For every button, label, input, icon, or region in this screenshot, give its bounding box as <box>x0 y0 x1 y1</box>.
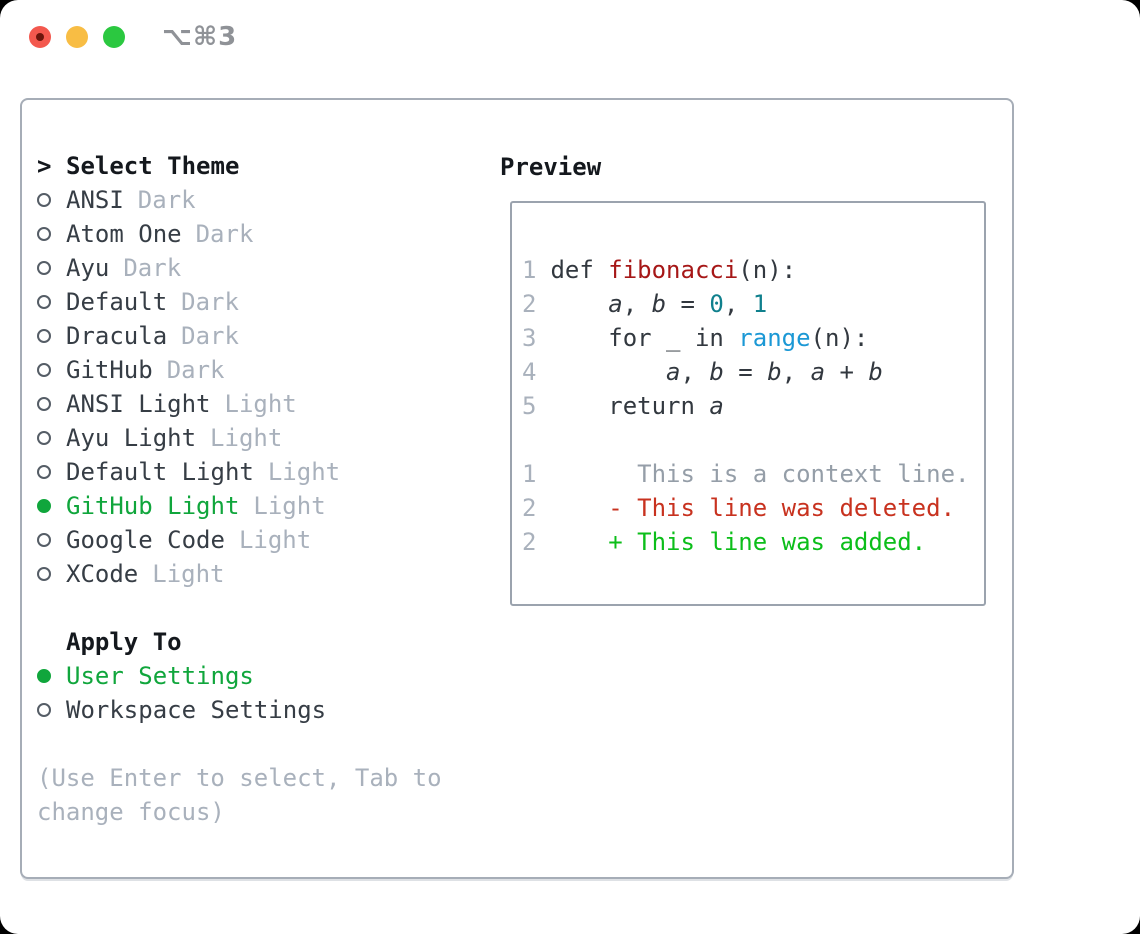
theme-item-github-light[interactable]: GitHub Light Light <box>37 489 326 523</box>
diff-context-line: 1 This is a context line. <box>522 460 970 488</box>
theme-item-xcode[interactable]: XCode Light <box>37 557 225 591</box>
line-number: 5 <box>522 392 537 420</box>
line-number: 3 <box>522 324 537 352</box>
theme-item-default-light[interactable]: Default Light Light <box>37 455 340 489</box>
theme-item-google-code[interactable]: Google Code Light <box>37 523 311 557</box>
theme-item-ansi-light[interactable]: ANSI Light Light <box>37 387 297 421</box>
preview-box: 1 def fibonacci(n): 2 a, b = 0, 1 3 for … <box>510 201 986 606</box>
radio-icon <box>37 227 51 241</box>
select-theme-header: > Select Theme <box>37 149 239 183</box>
minimize-button[interactable] <box>66 26 88 48</box>
line-number: 2 <box>522 528 537 556</box>
code-line: 2 a, b = 0, 1 <box>522 290 768 318</box>
radio-icon <box>37 533 51 547</box>
line-number: 2 <box>522 494 537 522</box>
close-button[interactable] <box>29 26 51 48</box>
theme-item-ansi-dark[interactable]: ANSI Dark <box>37 183 196 217</box>
radio-icon <box>37 567 51 581</box>
theme-item-atom-one-dark[interactable]: Atom One Dark <box>37 217 253 251</box>
radio-icon <box>37 193 51 207</box>
apply-to-header: Apply To <box>66 628 182 656</box>
radio-icon <box>37 295 51 309</box>
line-number: 1 <box>522 256 537 284</box>
select-theme-title: Select Theme <box>66 152 240 180</box>
preview-title: Preview <box>500 153 602 181</box>
apply-option-workspace-settings[interactable]: Workspace Settings <box>37 693 326 727</box>
maximize-button[interactable] <box>103 26 125 48</box>
apply-option-user-settings[interactable]: User Settings <box>37 659 254 693</box>
code-line: 5 return a <box>522 392 724 420</box>
radio-icon <box>37 261 51 275</box>
radio-icon <box>37 465 51 479</box>
diff-deleted-line: 2 - This line was deleted. <box>522 494 956 522</box>
theme-item-default-dark[interactable]: Default Dark <box>37 285 239 319</box>
theme-item-github-dark[interactable]: GitHub Dark <box>37 353 225 387</box>
theme-item-dracula-dark[interactable]: Dracula Dark <box>37 319 239 353</box>
radio-icon <box>37 397 51 411</box>
close-modified-dot-icon <box>36 33 44 41</box>
radio-icon <box>37 363 51 377</box>
theme-item-ayu-light[interactable]: Ayu Light Light <box>37 421 282 455</box>
diff-added-line: 2 + This line was added. <box>522 528 927 556</box>
hint-line-1: (Use Enter to select, Tab to <box>37 764 442 792</box>
hint-line-2: change focus) <box>37 798 225 826</box>
window-title: ⌥⌘3 <box>162 22 238 52</box>
prompt-icon: > <box>37 152 52 180</box>
theme-item-ayu-dark[interactable]: Ayu Dark <box>37 251 181 285</box>
radio-selected-icon <box>37 669 51 683</box>
line-number: 4 <box>522 358 537 386</box>
code-line: 1 def fibonacci(n): <box>522 256 797 284</box>
line-number: 2 <box>522 290 537 318</box>
radio-icon <box>37 329 51 343</box>
radio-icon <box>37 703 51 717</box>
line-number: 1 <box>522 460 537 488</box>
radio-selected-icon <box>37 499 51 513</box>
radio-icon <box>37 431 51 445</box>
code-line: 4 a, b = b, a + b <box>522 358 883 386</box>
titlebar: ⌥⌘3 <box>0 0 1140 75</box>
code-line: 3 for _ in range(n): <box>522 324 869 352</box>
